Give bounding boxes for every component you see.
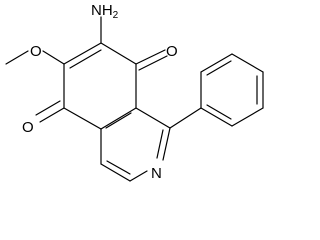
- bond-c8a-c4a-inner: [105, 112, 132, 129]
- bond-c8-o-top: [135, 49, 166, 65]
- bond-ph-inner-a: [206, 60, 232, 76]
- bond-ph-inner-c: [206, 104, 232, 120]
- bond-c5-o-bottom: [39, 107, 65, 123]
- bond-n-c1: [162, 127, 171, 161]
- bond-c6-c7: [63, 42, 102, 65]
- bond-n-c1-double: [156, 129, 164, 159]
- bond-ph-2-3: [200, 53, 233, 73]
- bond-c1-phenyl: [169, 107, 202, 129]
- bond-c6-c7-double: [69, 49, 102, 69]
- methoxy-oxygen-label: O: [30, 43, 42, 60]
- bond-c8a-c4a: [100, 107, 137, 130]
- bond-c3-n: [129, 170, 148, 182]
- bond-c4-c3: [100, 163, 131, 182]
- bond-c1-c8a: [135, 107, 171, 129]
- bond-ph-5-6: [231, 107, 264, 127]
- amino-label: NH2: [91, 2, 119, 21]
- bond-o-ring: [42, 50, 65, 65]
- ring-nitrogen-label: N: [151, 165, 162, 182]
- bond-methyl-o: [5, 50, 29, 65]
- bonds: [5, 16, 264, 182]
- chemical-structure-diagram: NH2 O O O N: [5, 2, 264, 182]
- bond-c4a-c5: [63, 107, 102, 130]
- bottom-carbonyl-oxygen-label: O: [22, 119, 34, 136]
- bond-c7-c8: [100, 42, 137, 65]
- bond-ph-3-4: [231, 53, 264, 73]
- atom-labels: NH2 O O O N: [22, 2, 178, 182]
- bond-ph-6-1: [200, 107, 233, 127]
- bond-c4-c3-double: [106, 160, 131, 175]
- top-carbonyl-oxygen-label: O: [166, 43, 178, 60]
- bond-c5-o-bottom-double: [35, 100, 61, 116]
- bond-c8-o-top-double: [138, 55, 168, 71]
